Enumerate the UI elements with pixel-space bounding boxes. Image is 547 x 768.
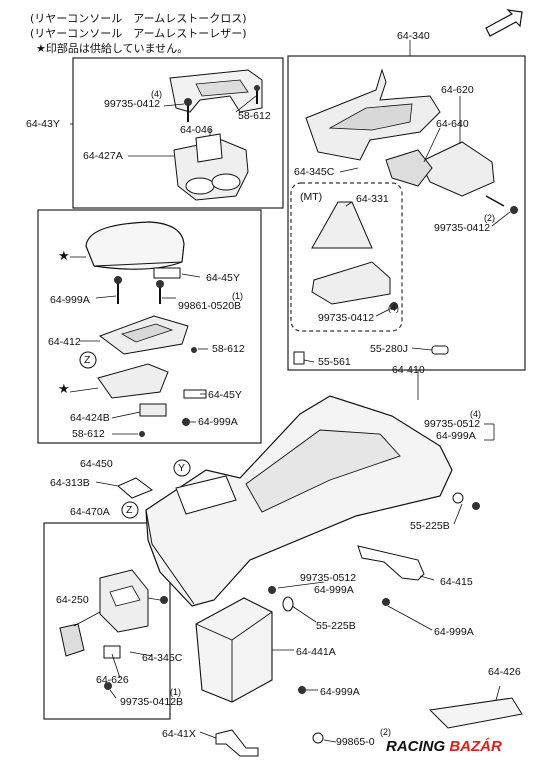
- header-line-2: (リヤーコンソール アームレストーレザー): [30, 27, 247, 40]
- label-64-450[interactable]: 64-450: [80, 458, 113, 470]
- star-icon: ★: [36, 42, 46, 55]
- label-64-999a-bracket[interactable]: 64-999A: [434, 626, 474, 638]
- label-64-250[interactable]: 64-250: [56, 594, 89, 606]
- watermark-part-2: BAZÁR: [449, 738, 502, 755]
- label-64-999a-box[interactable]: 64-999A: [320, 686, 360, 698]
- label-64-345c-lower[interactable]: 64-345C: [142, 652, 183, 664]
- label-58-612-mid[interactable]: 58-612: [212, 343, 245, 355]
- label-64-999a-lid[interactable]: 64-999A: [198, 416, 238, 428]
- label-64-441a[interactable]: 64-441A: [296, 646, 336, 658]
- header-note-text: 印部品は供給していません。: [45, 42, 189, 55]
- label-55-280j[interactable]: 55-280J: [370, 343, 408, 355]
- header-line-1: (リヤーコンソール アームレストークロス): [30, 12, 247, 25]
- label-64-410[interactable]: 64-410: [392, 364, 425, 376]
- star-marker-cushion: ★: [58, 248, 70, 263]
- label-99735-0512-mid[interactable]: 99735-0512: [300, 572, 357, 584]
- label-64-45y-lower[interactable]: 64-45Y: [208, 389, 242, 401]
- label-64-999a-mid[interactable]: 64-999A: [314, 584, 354, 596]
- label-64-046[interactable]: 64-046: [180, 124, 213, 136]
- label-99735-0412-right[interactable]: 99735-0412: [434, 222, 491, 234]
- label-64-620[interactable]: 64-620: [441, 84, 474, 96]
- label-99735-0412-top[interactable]: 99735-0412: [104, 98, 161, 110]
- label-55-561[interactable]: 55-561: [318, 356, 351, 368]
- header-note: ★印部品は供給していません。: [36, 40, 188, 56]
- label-99735-0412-mt[interactable]: 99735-0412: [318, 312, 375, 324]
- variant-z-label-2: Z: [126, 504, 133, 516]
- label-99735-0512-right[interactable]: 99735-0512: [424, 418, 481, 430]
- label-55-225b-right[interactable]: 55-225B: [410, 520, 450, 532]
- label-64-470a[interactable]: 64-470A: [70, 506, 110, 518]
- label-99735-0412b[interactable]: 99735-0412B: [120, 696, 184, 708]
- label-64-415[interactable]: 64-415: [440, 576, 473, 588]
- label-64-340[interactable]: 64-340: [397, 30, 430, 42]
- label-64-424b[interactable]: 64-424B: [70, 412, 110, 424]
- label-64-345c-upper[interactable]: 64-345C: [294, 166, 335, 178]
- label-58-612-lower[interactable]: 58-612: [72, 428, 105, 440]
- label-64-999a-armrest[interactable]: 64-999A: [50, 294, 90, 306]
- variant-z-label: Z: [84, 354, 91, 366]
- label-58-612-top[interactable]: 58-612: [238, 110, 271, 122]
- qty-4-top: (4): [151, 89, 162, 99]
- label-64-640[interactable]: 64-640: [436, 118, 469, 130]
- label-64-41x[interactable]: 64-41X: [162, 728, 196, 740]
- qty-2-lower: (2): [380, 727, 391, 737]
- variant-y-label: Y: [178, 462, 186, 474]
- variant-mt-label: (MT): [300, 191, 323, 203]
- watermark-part-1: RACING: [386, 738, 446, 755]
- label-64-426[interactable]: 64-426: [488, 666, 521, 678]
- label-64-999a-right[interactable]: 64-999A: [436, 430, 476, 442]
- label-64-45y-upper[interactable]: 64-45Y: [206, 272, 240, 284]
- qty-2-upper: (2): [484, 213, 495, 223]
- watermark-logo: RACING BAZÁR: [386, 738, 502, 755]
- label-64-412[interactable]: 64-412: [48, 336, 81, 348]
- label-99861-0520b[interactable]: 99861-0520B: [178, 300, 242, 312]
- star-marker-lid: ★: [58, 381, 70, 396]
- qty-1-armrest: (1): [232, 291, 243, 301]
- label-64-331[interactable]: 64-331: [356, 193, 389, 205]
- label-64-313b[interactable]: 64-313B: [50, 477, 90, 489]
- qty-4-right: (4): [470, 409, 481, 419]
- fwd-arrow-icon: [485, 9, 523, 37]
- label-64-43y[interactable]: 64-43Y: [26, 118, 60, 130]
- label-55-225b-mid[interactable]: 55-225B: [316, 620, 356, 632]
- label-99865-0[interactable]: 99865-0: [336, 736, 375, 748]
- label-64-626[interactable]: 64-626: [96, 674, 129, 686]
- label-64-427a[interactable]: 64-427A: [83, 150, 123, 162]
- qty-1-lower: (1): [170, 687, 181, 697]
- qty-4-mt: (4): [388, 303, 399, 313]
